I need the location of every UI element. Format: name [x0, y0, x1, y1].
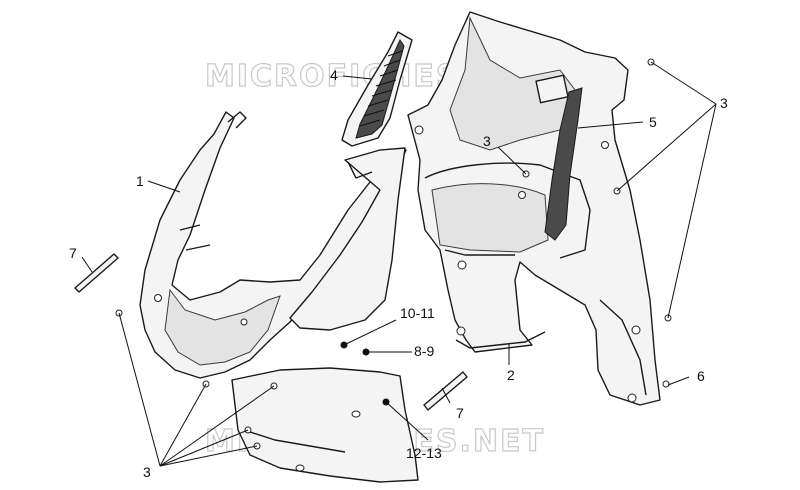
dot-12-13: [382, 398, 390, 406]
part-side-panel: [289, 147, 406, 331]
screw-group: [115, 58, 672, 450]
callout-12-13: 12-13: [406, 445, 442, 461]
part-windshield: [231, 367, 419, 483]
leader-lines: [81, 61, 717, 467]
callout-1: 1: [136, 173, 144, 189]
callout-4: 4: [330, 67, 338, 83]
callout-7-left: 7: [69, 245, 77, 261]
callout-6: 6: [697, 368, 705, 384]
part-grille: [341, 31, 413, 147]
part-strip-left: [74, 253, 119, 293]
part-dark-panel: [544, 87, 583, 241]
callout-3-center: 3: [483, 133, 491, 149]
dot-8-9: [362, 348, 370, 356]
callout-8-9: 8-9: [414, 343, 434, 359]
dot-10-11: [340, 341, 348, 349]
callout-5: 5: [649, 114, 657, 130]
callout-3-bottom: 3: [143, 464, 151, 480]
callout-3-right: 3: [720, 95, 728, 111]
part-strip-right: [423, 371, 468, 411]
part-inner-shield: [407, 11, 661, 406]
callout-2: 2: [507, 367, 515, 383]
callout-10-11: 10-11: [400, 305, 435, 321]
callout-7-right: 7: [456, 405, 464, 421]
